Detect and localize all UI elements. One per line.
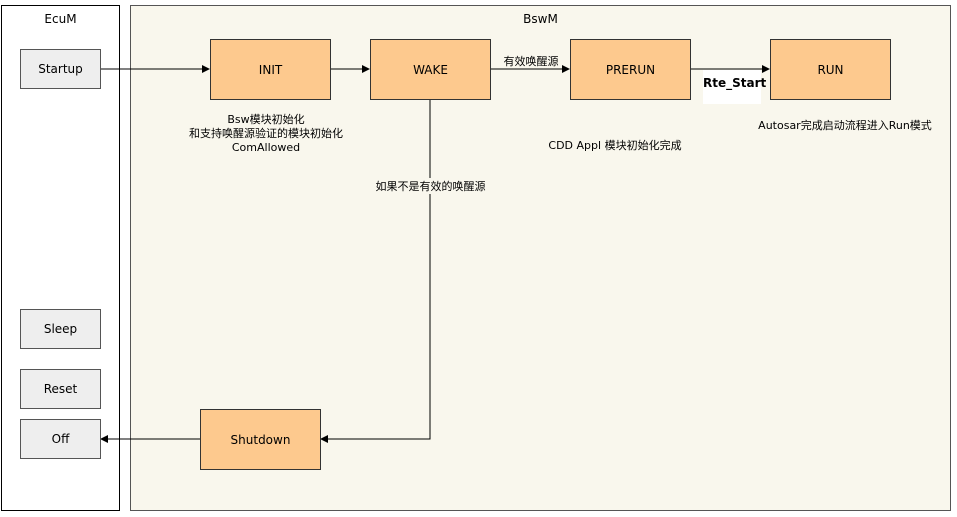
run-note: Autosar完成启动流程进入Run模式 [758, 119, 932, 132]
state-run-label: RUN [817, 62, 844, 77]
init-note-line3: ComAllowed [231, 141, 301, 154]
state-wake[interactable]: WAKE [370, 39, 491, 100]
bswm-title: BswM [523, 12, 558, 26]
edge-label-wake-to-prerun: 有效唤醒源 [503, 55, 559, 68]
state-prerun-label: PRERUN [605, 62, 656, 77]
edge-label-wake-to-shutdown: 如果不是有效的唤醒源 [368, 178, 493, 194]
init-note-line1: Bsw模块初始化 [227, 113, 305, 126]
state-off[interactable]: Off [20, 419, 101, 459]
state-reset-label: Reset [43, 382, 78, 396]
state-reset[interactable]: Reset [20, 369, 101, 409]
state-sleep[interactable]: Sleep [20, 309, 101, 349]
init-note: Bsw模块初始化 和支持唤醒源验证的模块初始化 ComAllowed [166, 113, 366, 155]
state-run[interactable]: RUN [770, 39, 891, 100]
state-init[interactable]: INIT [210, 39, 331, 100]
state-shutdown-label: Shutdown [230, 432, 291, 447]
prerun-note: CDD Appl 模块初始化完成 [548, 139, 682, 152]
ecum-title: EcuM [44, 12, 77, 26]
state-off-label: Off [51, 432, 70, 446]
state-sleep-label: Sleep [43, 322, 78, 336]
edge-label-prerun-to-run: Rte_Start [703, 70, 766, 104]
state-startup-label: Startup [38, 62, 83, 76]
state-shutdown[interactable]: Shutdown [200, 409, 321, 470]
state-startup[interactable]: Startup [20, 49, 101, 89]
state-prerun[interactable]: PRERUN [570, 39, 691, 100]
state-init-label: INIT [258, 62, 283, 77]
state-wake-label: WAKE [413, 62, 448, 77]
edge-wake-to-shutdown [320, 99, 431, 443]
init-note-line2: 和支持唤醒源验证的模块初始化 [189, 127, 343, 140]
